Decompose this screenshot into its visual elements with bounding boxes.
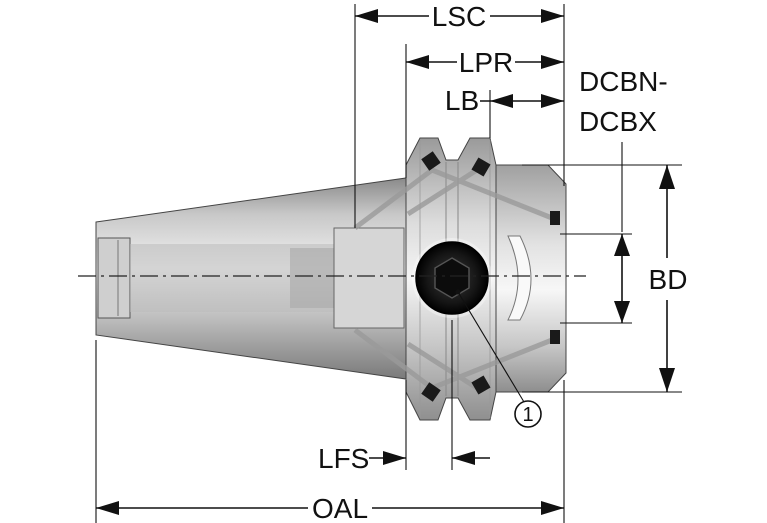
oal-label: OAL xyxy=(312,493,368,523)
pull-stud-end xyxy=(97,237,131,319)
bd-label: BD xyxy=(649,264,688,295)
lsc-label: LSC xyxy=(432,1,486,32)
lb-label: LB xyxy=(445,85,479,116)
lpr-label: LPR xyxy=(459,47,513,78)
coolant-plugs xyxy=(421,151,560,402)
dcbn-label: DCBN- xyxy=(579,66,668,97)
callout-number: 1 xyxy=(522,404,533,426)
collar xyxy=(333,227,405,329)
tool-body xyxy=(95,137,567,421)
clamp-screw xyxy=(412,238,492,318)
dimension-lines xyxy=(95,4,682,523)
lfs-label: LFS xyxy=(318,443,369,474)
callout-1: 1 xyxy=(514,400,542,428)
side-cut xyxy=(507,235,532,321)
dcbx-label: DCBX xyxy=(579,106,657,137)
